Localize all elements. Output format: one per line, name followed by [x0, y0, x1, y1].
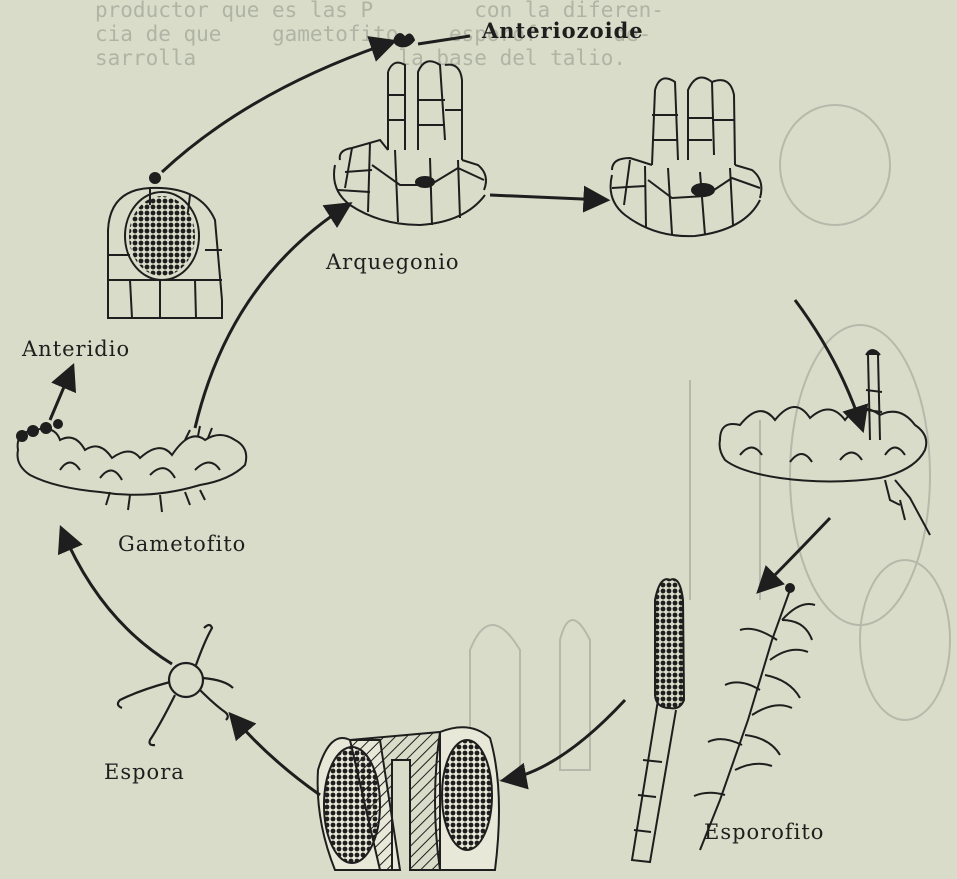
fertilized-arquegonio-drawing: [611, 78, 762, 237]
gametofito-drawing: [17, 420, 246, 512]
label-anteriozoide: Anteriozoide: [482, 18, 644, 43]
cono-drawing: [318, 727, 499, 870]
label-espora: Espora: [104, 760, 185, 784]
label-esporofito: Esporofito: [704, 820, 824, 844]
arrow-anteridio-release: [50, 368, 72, 420]
anteriozoide-drawing: [395, 34, 470, 46]
arquegonio-drawing: [334, 61, 486, 225]
anteridio-drawing: [108, 173, 222, 318]
arrow-gametofito-to-arquegonio: [195, 205, 348, 428]
label-anteridio: Anteridio: [22, 337, 130, 361]
label-arquegonio: Arquegonio: [326, 250, 460, 274]
arrow-sporophyte-to-cono: [505, 700, 625, 780]
arrow-fecundation: [490, 195, 605, 200]
arrow-cono-to-espora: [232, 716, 320, 795]
label-gametofito: Gametofito: [118, 532, 246, 556]
young-sporophyte-drawing: [720, 350, 930, 535]
background-sketches: [470, 105, 950, 780]
arrow-anteridio-to-anteriozoide: [162, 42, 392, 172]
espora-drawing: [118, 625, 233, 745]
